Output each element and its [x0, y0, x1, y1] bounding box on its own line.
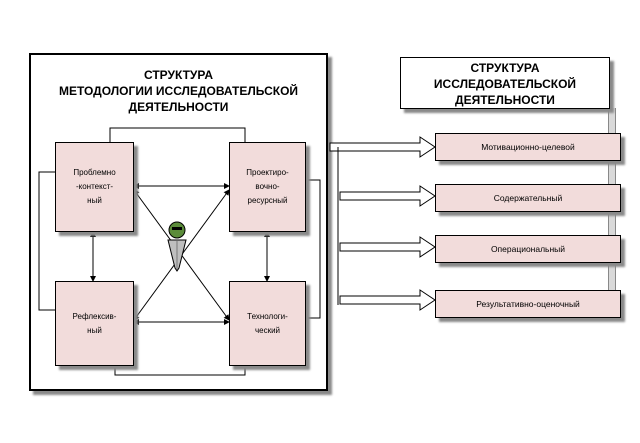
left-bracket-line — [38, 171, 55, 311]
hollow-arrows — [329, 136, 436, 311]
research-title-line1: СТРУКТУРА — [470, 61, 540, 75]
box-technological: Технологи- ческий — [229, 281, 306, 366]
component-content-label: Содержательный — [493, 193, 563, 203]
research-title: СТРУКТУРА ИССЛЕДОВАТЕЛЬСКОЙ ДЕЯТЕЛЬНОСТИ — [401, 60, 609, 108]
hollow-arrow-2 — [339, 185, 436, 207]
bottom-bracket-line — [114, 366, 246, 376]
methodology-title: СТРУКТУРА МЕТОДОЛОГИИ ИССЛЕДОВАТЕЛЬСКОЙ … — [31, 67, 326, 115]
right-bracket-line — [306, 179, 321, 319]
component-evaluative: Результативно-оценочный — [435, 290, 621, 318]
hollow-arrow-3 — [339, 236, 436, 258]
research-title-line2: ИССЛЕДОВАТЕЛЬСКОЙ — [433, 77, 577, 91]
person-figure-icon — [167, 221, 187, 272]
box-problem-context: Проблемно -контекст- ный — [55, 142, 134, 232]
box-problem-context-label: Проблемно -контекст- ный — [73, 168, 116, 205]
box-design-resource: Проектиро- вочно- ресурсный — [229, 142, 306, 232]
methodology-title-line3: ДЕЯТЕЛЬНОСТИ — [128, 100, 229, 114]
box-design-resource-label: Проектиро- вочно- ресурсный — [246, 168, 289, 205]
component-operational: Операциональный — [435, 235, 621, 263]
methodology-title-line1: СТРУКТУРА — [143, 68, 214, 82]
component-evaluative-label: Результативно-оценочный — [476, 299, 580, 309]
top-bracket-line — [109, 127, 246, 142]
right-connector-bar — [608, 108, 616, 320]
component-motivational-label: Мотивационно-целевой — [481, 142, 575, 152]
methodology-title-line2: МЕТОДОЛОГИИ ИССЛЕДОВАТЕЛЬСКОЙ — [58, 84, 299, 98]
component-motivational: Мотивационно-целевой — [435, 133, 621, 161]
box-reflexive: Рефлексив- ный — [55, 281, 134, 366]
research-activity-title-box: СТРУКТУРА ИССЛЕДОВАТЕЛЬСКОЙ ДЕЯТЕЛЬНОСТИ — [400, 57, 610, 109]
component-operational-label: Операциональный — [490, 244, 566, 254]
hollow-arrow-4 — [339, 289, 436, 311]
box-reflexive-label: Рефлексив- ный — [72, 311, 117, 335]
component-content: Содержательный — [435, 184, 621, 212]
research-title-line3: ДЕЯТЕЛЬНОСТИ — [455, 93, 555, 107]
hollow-arrow-1 — [329, 136, 436, 158]
box-technological-label: Технологи- ческий — [247, 311, 288, 335]
